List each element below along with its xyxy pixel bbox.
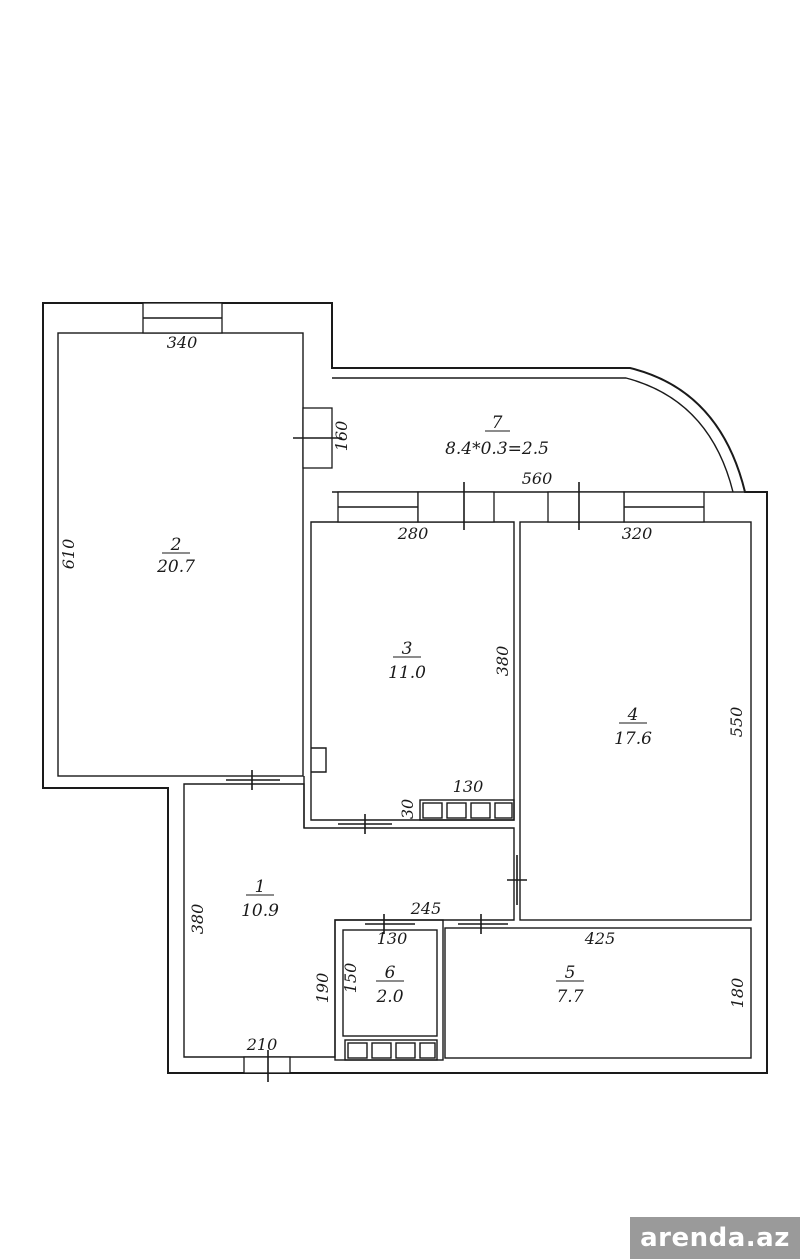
dim-entry-width: 210: [246, 1035, 278, 1054]
room-1-label: 1 10.9: [241, 877, 279, 921]
dim-room5-height: 180: [728, 978, 747, 1009]
dim-room3-height: 380: [493, 646, 512, 677]
svg-text:2.0: 2.0: [375, 987, 403, 1007]
dim-closet-depth: 30: [398, 799, 417, 819]
room-5-label: 5 7.7: [556, 963, 584, 1007]
dim-room4-width: 320: [622, 524, 653, 543]
svg-text:2: 2: [170, 535, 182, 555]
dim-bath-height-outer: 190: [313, 973, 332, 1004]
entrance-door: [243, 1056, 291, 1074]
room-7-label: 7 8.4*0.3=2.5: [445, 413, 549, 459]
balcony-door-room-3: [417, 491, 495, 523]
dim-hall-height: 380: [188, 904, 207, 935]
room-7-outline: [332, 377, 734, 493]
dim-bath-width: 130: [377, 929, 408, 948]
watermark-badge: arenda.az: [630, 1217, 800, 1259]
dim-room5-width: 425: [584, 929, 616, 948]
dim-bath-height-inner: 150: [341, 963, 360, 994]
svg-text:1: 1: [255, 877, 266, 897]
dim-room3-width: 280: [397, 524, 429, 543]
svg-text:7: 7: [492, 413, 503, 433]
outer-wall: [42, 302, 768, 1074]
svg-text:17.6: 17.6: [614, 729, 652, 749]
room-2-label: 2 20.7: [156, 535, 195, 577]
svg-text:7.7: 7.7: [556, 987, 583, 1007]
svg-text:11.0: 11.0: [388, 663, 426, 683]
room-6-label: 6 2.0: [375, 963, 404, 1007]
room-3-outline: [310, 521, 515, 821]
balcony-door-room-4: [547, 491, 625, 523]
room-4-label: 4 17.6: [614, 705, 652, 749]
dim-balcony-depth: 160: [332, 421, 351, 452]
svg-text:4: 4: [627, 705, 639, 725]
dim-room2-width: 340: [167, 333, 198, 352]
svg-text:3: 3: [402, 639, 413, 659]
dim-balcony-length: 560: [522, 469, 553, 488]
dim-hall-width: 245: [410, 899, 442, 918]
room-5-outline: [444, 927, 752, 1059]
svg-text:6: 6: [385, 963, 396, 983]
watermark-text: arenda.az: [640, 1223, 790, 1253]
svg-text:5: 5: [565, 963, 576, 983]
closet-bathroom: [344, 1039, 438, 1061]
room-6-outline: [342, 929, 438, 1037]
dim-room2-height: 610: [59, 539, 78, 570]
room-3-label: 3 11.0: [388, 639, 426, 683]
svg-text:20.7: 20.7: [156, 557, 195, 577]
closet-room-3: [419, 799, 515, 821]
room-1-outline: [183, 783, 515, 1058]
svg-text:10.9: 10.9: [241, 901, 279, 921]
dim-room4-height: 550: [727, 707, 746, 738]
dim-closet-width: 130: [453, 777, 484, 796]
svg-text:8.4*0.3=2.5: 8.4*0.3=2.5: [445, 439, 549, 459]
